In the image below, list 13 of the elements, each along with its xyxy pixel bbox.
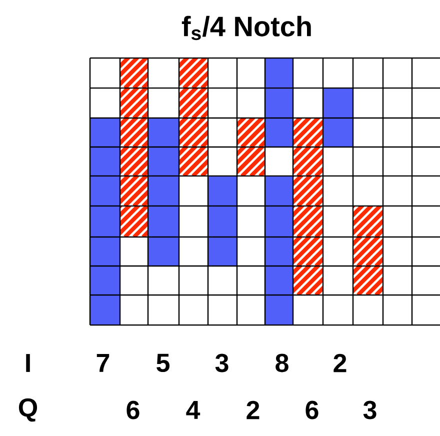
value-label: 8 [276, 354, 288, 372]
value-label: 6 [306, 400, 318, 420]
channel-label: I [26, 354, 30, 372]
value-label: 3 [215, 354, 228, 372]
value-label: 3 [363, 400, 376, 420]
value-label: 6 [126, 400, 140, 420]
value-label: 4 [186, 401, 200, 419]
chart-title: f$_{s}$/4 Notch [182, 16, 311, 40]
channel-label: Q [18, 398, 38, 422]
value-label: 7 [96, 354, 110, 372]
value-label: 2 [334, 354, 346, 372]
value-label: 2 [246, 400, 260, 420]
value-label: 5 [156, 354, 170, 372]
